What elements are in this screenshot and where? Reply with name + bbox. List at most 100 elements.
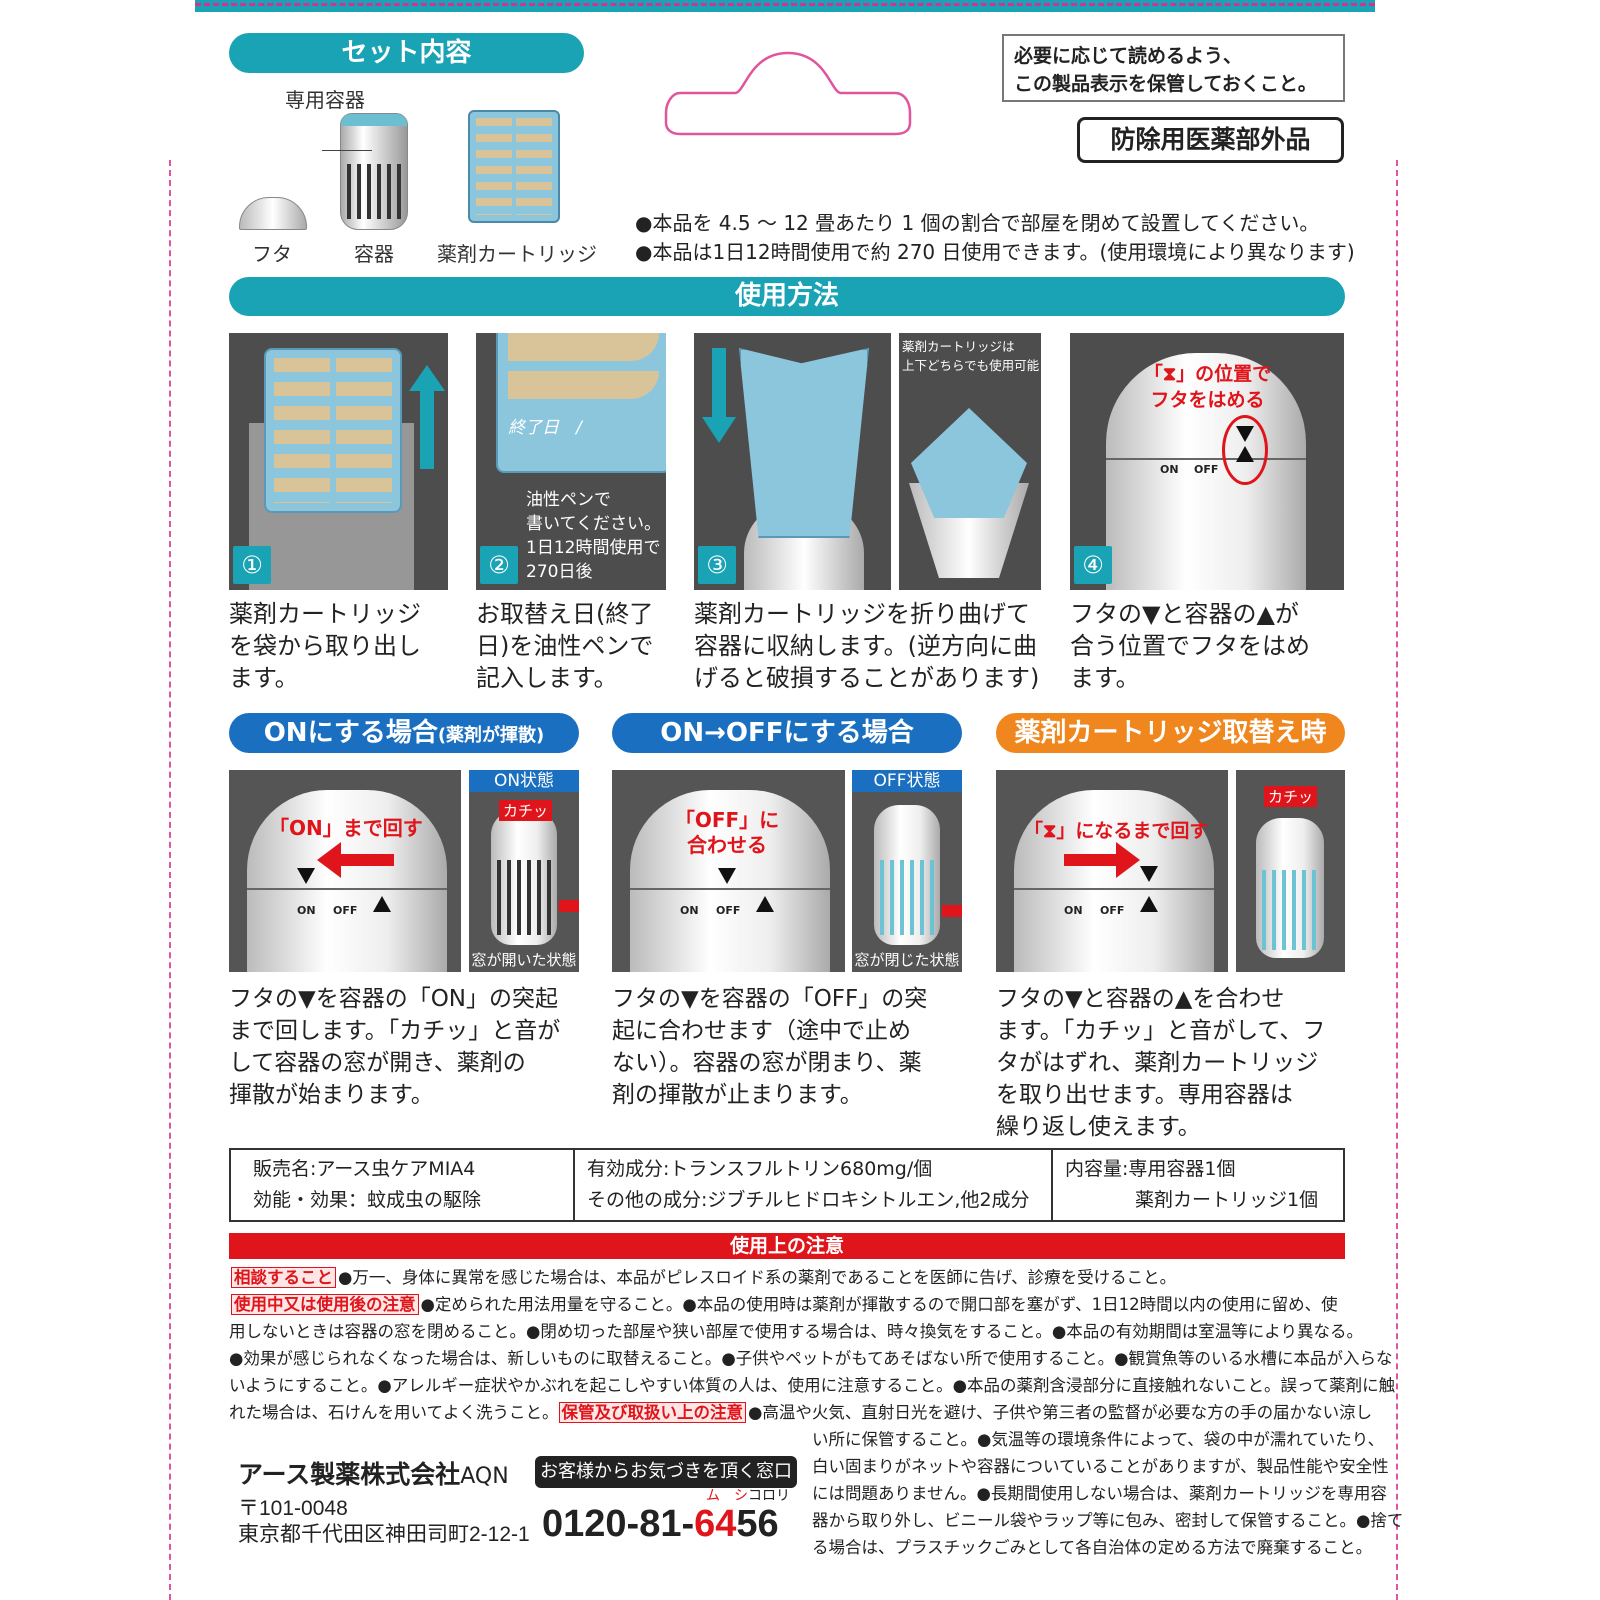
caption-line: フタの▼と容器の▲を合わせ <box>996 986 1285 1012</box>
info-ingredients-col: 有効成分:トランスフルトリン680mg/個その他の成分:ジブチルヒドロキシトルエ… <box>575 1150 1053 1220</box>
item-container: 容器 <box>354 242 394 266</box>
info-contents-col: 内容量:専用容器1個薬剤カートリッジ1個 <box>1065 1158 1319 1211</box>
end-date-field: 終了日 / <box>508 418 582 438</box>
triangle-down-icon <box>718 868 736 884</box>
cartridge-image <box>468 110 560 223</box>
step-number: ④ <box>1074 546 1112 584</box>
panel-instruction: 合わせる <box>687 833 767 857</box>
step-4-panel: 「⧗」の位置で フタをはめる ON OFF ④ <box>1070 333 1344 590</box>
replace-state-panel: カチッ <box>1236 770 1345 972</box>
usage-bullet: ●本品を 4.5 ～ 12 畳あたり 1 個の割合で部屋を閉めて設置してください… <box>635 211 1320 235</box>
mode-off-panel: 「OFF」に 合わせる ON OFF <box>612 770 845 972</box>
panel-instruction: 「OFF」に <box>674 808 780 832</box>
usage-header: 使用方法 <box>229 277 1345 316</box>
triangle-up-icon <box>1236 446 1254 462</box>
click-label: カチッ <box>499 800 553 821</box>
panel-text: 薬剤カートリッジは <box>902 339 1015 354</box>
company-name: アース製薬株式会社AQN <box>238 1460 509 1489</box>
triangle-down-icon <box>1140 866 1158 882</box>
caution-line: 白い固まりがネットや容器についていることがありますが、製品性能や安全性 <box>812 1457 1389 1476</box>
on-state-panel: ON状態 カチッ 窓が開いた状態 <box>469 770 579 972</box>
panel-instruction: 「⧗」の位置で <box>1143 363 1272 385</box>
off-state-panel: OFF状態 窓が閉じた状態 <box>852 770 962 972</box>
caption-line: 揮散が始まります。 <box>229 1082 434 1108</box>
step-2-caption: お取替え日(終了日)を油性ペンで記入します。 <box>476 598 653 694</box>
panel-instruction: 「⧗」になるまで回す <box>1024 820 1209 842</box>
caution-header: 使用上の注意 <box>229 1233 1345 1259</box>
on-mark: ON <box>680 904 699 917</box>
panel-instruction: 「ON」まで回す <box>269 816 423 840</box>
quasi-drug-badge: 防除用医薬部外品 <box>1077 117 1344 163</box>
panel-text: 上下どちらでも使用可能 <box>902 358 1040 373</box>
step-number: ② <box>480 546 518 584</box>
window-state-label: 窓が閉じた状態 <box>854 951 960 969</box>
window-state-label: 窓が開いた状態 <box>471 951 577 969</box>
usage-bullet: ●本品は1日12時間使用で約 270 日使用できます。(使用環境により異なります… <box>635 240 1355 264</box>
panel-text: 1日12時間使用で <box>526 538 661 558</box>
mode-replace-caption: フタの▼と容器の▲を合わせます。「カチッ」と音がして、フタがはずれ、薬剤カートリ… <box>996 983 1325 1143</box>
company-address: 東京都千代田区神田司町2-12-1 <box>238 1523 530 1546</box>
leader-line <box>322 150 372 151</box>
step-4-caption: フタの▼と容器の▲が合う位置でフタをはめます。 <box>1070 598 1310 694</box>
off-mark: OFF <box>1100 904 1125 917</box>
caption-line: 日)を油性ペンで <box>476 632 654 660</box>
mode-replace-panel: 「⧗」になるまで回す ON OFF <box>996 770 1228 972</box>
caption-line: 薬剤カートリッジを折り曲げて <box>694 600 1030 628</box>
off-mark: OFF <box>716 904 741 917</box>
caution-line: ●効果が感じられなくなった場合は、新しいものに取替えること。●子供やペットがもて… <box>229 1349 1393 1368</box>
phone-mnemonic: ム シコロリ <box>706 1488 790 1504</box>
mode-replace-header: 薬剤カートリッジ取替え時 <box>996 713 1345 753</box>
panel-instruction: フタをはめる <box>1150 389 1265 411</box>
fold-line-right <box>1396 160 1398 1600</box>
step-1-panel: ① <box>229 333 448 590</box>
caption-line: して容器の窓が開き、薬剤の <box>229 1050 526 1076</box>
caption-line: お取替え日(終了 <box>476 600 654 628</box>
item-cartridge: 薬剤カートリッジ <box>437 242 597 266</box>
postal-code: 〒101-0048 <box>238 1497 348 1520</box>
arrow-left-icon <box>317 842 341 878</box>
arrow-right-icon <box>1116 842 1140 878</box>
container-image <box>340 113 408 230</box>
step-3b-panel: 薬剤カートリッジは 上下どちらでも使用可能 <box>899 333 1041 590</box>
storage-notice: 必要に応じて読めるよう、 この製品表示を保管しておくこと。 <box>1002 34 1345 102</box>
caution-line: には問題ありません。●長期間使用しない場合は、薬剤カートリッジを専用容 <box>812 1484 1387 1503</box>
step-number: ③ <box>698 546 736 584</box>
customer-contact-label: お客様からお気づきを頂く窓口 <box>535 1456 797 1488</box>
caption-line: 合う位置でフタをはめ <box>1070 632 1310 660</box>
caution-line: いようにすること。●アレルギー症状やかぶれを起こしやすい体質の人は、使用に注意す… <box>229 1376 1396 1395</box>
alignment-marker <box>1222 415 1268 485</box>
triangle-down-icon <box>1236 426 1254 442</box>
step-3-caption: 薬剤カートリッジを折り曲げて容器に収納します。(逆方向に曲げると破損することがあ… <box>694 598 1039 694</box>
triangle-up-icon <box>1140 896 1158 912</box>
lid-image <box>239 197 307 230</box>
mode-on-panel: 「ON」まで回す ON OFF <box>229 770 461 972</box>
caution-line: れた場合は、石けんを用いてよく洗うこと。保管及び取扱い上の注意●高温や火気、直射… <box>229 1402 1373 1423</box>
caption-line: タがはずれ、薬剤カートリッジ <box>996 1050 1319 1076</box>
caption-line: ない）。容器の窓が閉まり、薬 <box>612 1050 922 1076</box>
caption-line: 記入します。 <box>476 664 618 692</box>
caption-line: 薬剤カートリッジ <box>229 600 421 628</box>
triangle-up-icon <box>756 896 774 912</box>
phone-number[interactable]: 0120-81-6456 <box>542 1503 779 1545</box>
mode-off-header: ON→OFFにする場合 <box>612 713 962 753</box>
caption-line: ます。 <box>1070 664 1140 692</box>
mode-on-caption: フタの▼を容器の「ON」の突起まで回します。「カチッ」と音がして容器の窓が開き、… <box>229 983 560 1111</box>
mode-off-caption: フタの▼を容器の「OFF」の突起に合わせます（途中で止めない）。容器の窓が閉まり… <box>612 983 927 1111</box>
caution-line: い所に保管すること。●気温等の環境条件によって、袋の中が濡れていたり、 <box>812 1430 1385 1449</box>
caption-line: 繰り返し使えます。 <box>996 1114 1201 1140</box>
set-contents-header: セット内容 <box>229 33 584 73</box>
fold-line-left <box>169 160 171 1600</box>
step-number: ① <box>233 546 271 584</box>
notice-line: 必要に応じて読めるよう、 <box>1014 45 1243 67</box>
triangle-up-icon <box>373 896 391 912</box>
hanger-hole <box>664 51 912 136</box>
caption-line: フタの▼を容器の「ON」の突起 <box>229 986 558 1012</box>
caption-line: を取り出せます。専用容器は <box>996 1082 1293 1108</box>
perforation-line <box>195 3 1375 6</box>
top-band <box>195 0 1375 12</box>
caption-line: フタの▼と容器の▲が <box>1070 600 1299 628</box>
on-mark: ON <box>1064 904 1083 917</box>
caption-line: 剤の揮散が止まります。 <box>612 1082 863 1108</box>
